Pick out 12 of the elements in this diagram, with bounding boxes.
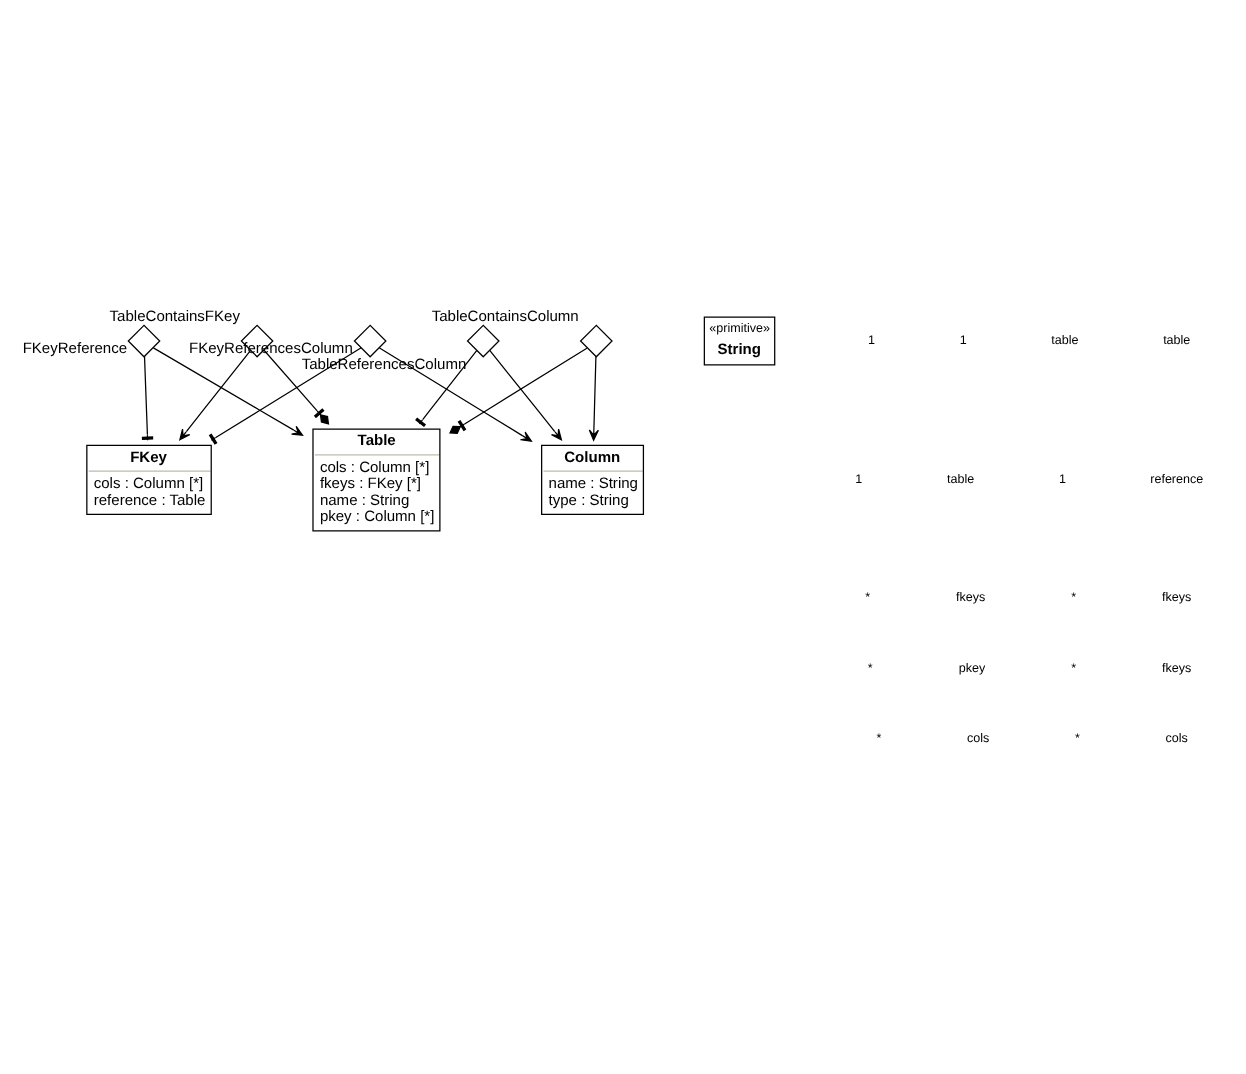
connector: [208, 346, 362, 444]
node-diamond: [353, 323, 387, 357]
arrow: [179, 348, 252, 440]
arrow: [489, 348, 562, 440]
connector: [449, 346, 588, 433]
connector: [415, 348, 478, 427]
connector: [263, 348, 330, 424]
node-diamond: [579, 323, 613, 357]
arrow: [152, 346, 304, 435]
node-diamond: [466, 323, 500, 357]
arrow: [588, 354, 600, 440]
node-diamond: [127, 323, 161, 357]
